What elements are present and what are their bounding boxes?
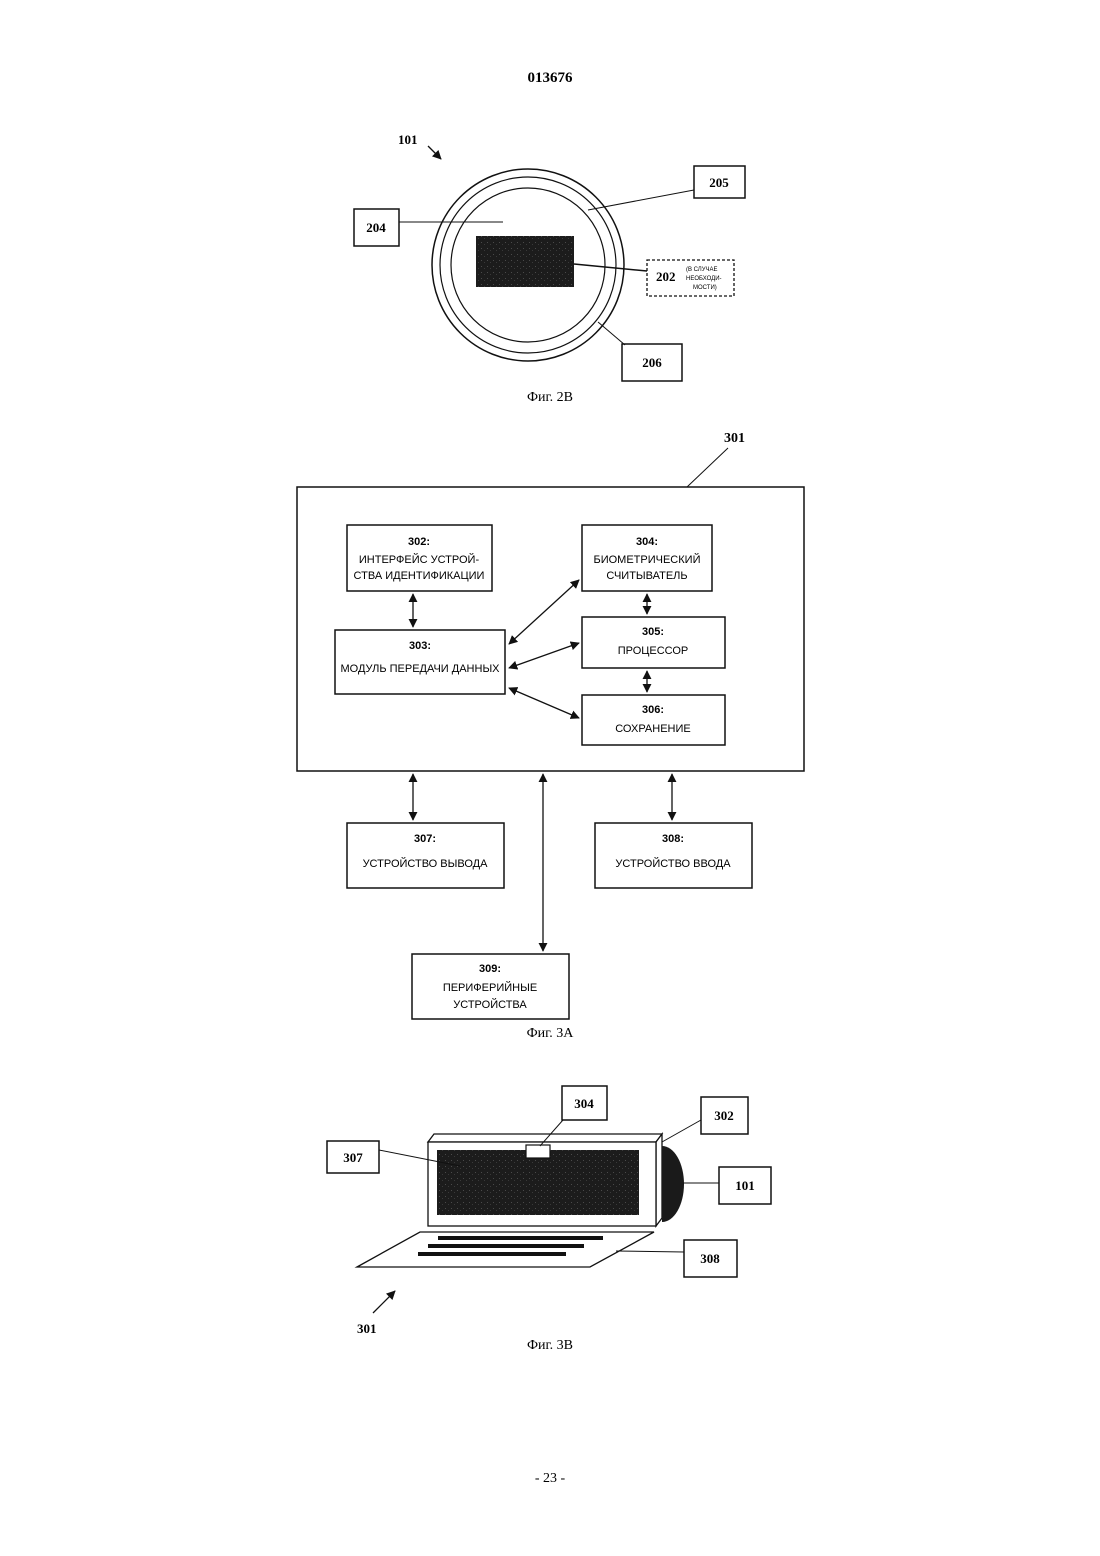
label-308: 308 (700, 1251, 720, 1266)
block-308-line-1: УСТРОЙСТВО ВВОДА (615, 857, 731, 870)
leader-308 (616, 1251, 684, 1252)
leader-202 (574, 264, 647, 271)
block-304-line-2: СЧИТЫВАТЕЛЬ (606, 570, 687, 582)
block-308-number: 308: (662, 833, 684, 845)
label-101: 101 (735, 1178, 755, 1193)
caption-fig-3a: Фиг. 3A (527, 1026, 575, 1041)
biometric-sensor (526, 1145, 550, 1158)
label-307: 307 (343, 1150, 363, 1165)
note-line-2: НЕОБХОДИ- (686, 276, 722, 282)
block-307-line-1: УСТРОЙСТВО ВЫВОДА (363, 857, 489, 870)
label-304: 304 (574, 1096, 594, 1111)
ref-301-arrow (373, 1291, 395, 1313)
label-204: 204 (366, 220, 386, 235)
page-number: - 23 - (535, 1471, 566, 1486)
block-305-number: 305: (642, 626, 664, 638)
block-307-number: 307: (414, 833, 436, 845)
block-306-line-1: СОХРАНЕНИЕ (615, 723, 691, 735)
figure-3b: 304 302 307 101 308 301 Фиг. 3B (327, 1086, 771, 1353)
ref-301-label-fig3b: 301 (357, 1321, 377, 1336)
ref-101-label: 101 (398, 132, 418, 147)
leader-206 (598, 322, 625, 345)
chip-element (476, 236, 574, 287)
note-line-1: (В СЛУЧАЕ (686, 267, 718, 273)
figure-3a: 301 302: ИНТЕРФЕЙС УСТРОЙ- СТВА ИДЕНТИФИ… (297, 431, 804, 1041)
caption-fig-2b: Фиг. 2B (527, 390, 573, 405)
block-304-line-1: БИОМЕТРИЧЕСКИЙ (594, 553, 701, 566)
block-306-number: 306: (642, 704, 664, 716)
block-309-line-1: ПЕРИФЕРИЙНЫЕ (443, 981, 537, 994)
block-306 (582, 695, 725, 745)
label-202: 202 (656, 269, 676, 284)
block-303-line-1: МОДУЛЬ ПЕРЕДАЧИ ДАННЫХ (340, 663, 500, 675)
block-302-line-2: СТВА ИДЕНТИФИКАЦИИ (354, 570, 485, 582)
laptop-screen (437, 1150, 639, 1215)
leader-302 (662, 1120, 701, 1142)
id-device-disc (662, 1146, 684, 1222)
lid-side-edge (656, 1134, 662, 1226)
note-line-3: МОСТИ) (693, 285, 717, 291)
document-number: 013676 (528, 70, 574, 86)
block-304-number: 304: (636, 536, 658, 548)
block-309-line-2: УСТРОЙСТВА (453, 998, 527, 1011)
ref-301-label: 301 (724, 431, 745, 446)
label-205: 205 (709, 175, 729, 190)
block-303-number: 303: (409, 640, 431, 652)
caption-fig-3b: Фиг. 3B (527, 1338, 573, 1353)
block-309-number: 309: (479, 963, 501, 975)
label-302: 302 (714, 1108, 734, 1123)
block-305 (582, 617, 725, 668)
ref-101-arrow (428, 146, 441, 159)
block-302-line-1: ИНТЕРФЕЙС УСТРОЙ- (359, 553, 480, 566)
figure-2b: 101 204 205 202 (В СЛУЧАЕ НЕОБХОДИ- МОСТ… (354, 132, 745, 405)
block-305-line-1: ПРОЦЕССОР (618, 645, 689, 657)
ref-301-leader (687, 448, 728, 487)
label-206: 206 (642, 355, 662, 370)
leader-205 (588, 190, 694, 210)
block-302-number: 302: (408, 536, 430, 548)
